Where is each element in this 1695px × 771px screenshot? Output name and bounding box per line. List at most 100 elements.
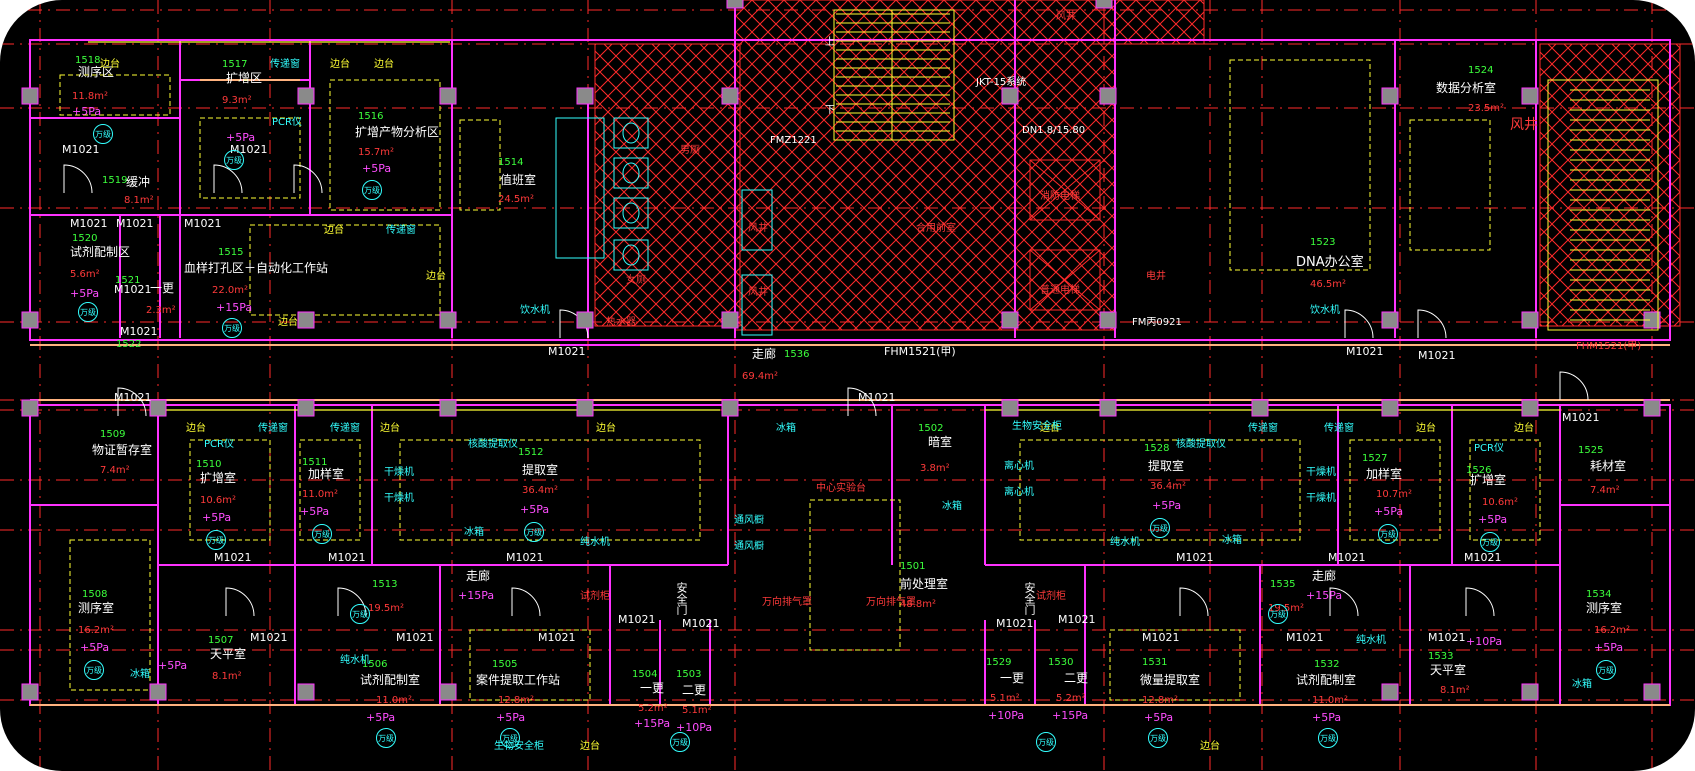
room-area-1524: 23.5m² <box>1468 103 1505 114</box>
shaft-box <box>741 189 773 251</box>
worktop-label: 边台 <box>1040 423 1060 434</box>
furniture-outline <box>469 629 591 701</box>
door-label: M1021 <box>1176 551 1214 564</box>
structural-column <box>1001 311 1019 329</box>
room-number-1526: 1526 <box>1466 465 1492 476</box>
shaft-label-2: 风井 <box>748 287 768 298</box>
structural-column <box>721 311 739 329</box>
furniture-outline <box>249 224 441 316</box>
structural-column <box>1099 399 1117 417</box>
safety-door-right: 安全门 <box>1023 582 1036 615</box>
room-name-1532: 试剂配制室 <box>1296 673 1357 687</box>
room-name-1512: 提取室 <box>522 463 559 477</box>
room-area-1518: 11.8m² <box>72 91 109 102</box>
transfer-window: 传递窗 <box>330 423 360 434</box>
room-number-1503: 1503 <box>676 669 702 680</box>
cleanroom-level-badge: 万级 <box>1036 732 1056 752</box>
nucleic-extractor: 核酸提取仪 <box>1176 439 1226 450</box>
cleanroom-level-badge: 万级 <box>224 150 244 170</box>
door-label: M1021 <box>1428 631 1466 644</box>
room-area-1505: 12.8m² <box>498 695 535 706</box>
structural-column <box>21 683 39 701</box>
columns <box>21 0 1661 701</box>
structural-column <box>576 311 594 329</box>
pcr-device: PCR仪 <box>204 439 234 450</box>
exhaust-hood: 万向排气罩 <box>762 597 812 608</box>
room-name-1509: 物证暂存室 <box>92 443 153 457</box>
room-number-1519: 1519 <box>102 175 128 186</box>
room-pressure-1526: +5Pa <box>1478 513 1508 526</box>
room-pressure-1518: +5Pa <box>72 105 102 118</box>
hatched-core <box>734 0 1116 331</box>
door-swing <box>1465 587 1495 617</box>
room-number-1504: 1504 <box>632 669 658 680</box>
toilet-stall <box>613 239 649 271</box>
room-pressure-1508: +5Pa <box>80 641 110 654</box>
core-hatch-area <box>594 0 1681 331</box>
pcr-device: PCR仪 <box>1474 443 1504 454</box>
stair-up: 上 <box>825 37 835 48</box>
structural-column <box>297 399 315 417</box>
door-swing <box>1559 371 1589 401</box>
room-name-1520: 试剂配制区 <box>70 245 131 259</box>
cleanroom-level-badge: 万级 <box>376 728 396 748</box>
female-wc: 女厕 <box>626 275 646 286</box>
worktop-label: 边台 <box>278 317 298 328</box>
door-label: M1021 <box>184 217 222 230</box>
room-number-1528: 1528 <box>1144 443 1170 454</box>
structural-column <box>439 87 457 105</box>
worktop-label: 边台 <box>426 271 446 282</box>
worktop-label: 边台 <box>330 59 350 70</box>
door-swing <box>1179 587 1209 617</box>
room-name-1515: 血样打孔区＋自动化工作站 <box>184 261 329 275</box>
door-label: M1021 <box>62 143 100 156</box>
door-swings <box>63 164 1589 617</box>
door-swing <box>847 387 877 417</box>
fmz-label: FMZ1221 <box>770 135 817 146</box>
room-name-1510: 扩增室 <box>200 471 237 485</box>
room-number-1511: 1511 <box>302 457 328 468</box>
exterior-wall-bottom <box>29 404 1671 706</box>
room-name-1502: 暗室 <box>928 435 953 449</box>
male-wc: 男厕 <box>680 145 700 156</box>
door-label: M1021 <box>328 551 366 564</box>
structural-column <box>1643 683 1661 701</box>
drinking-machine: 饮水机 <box>520 305 550 316</box>
room-pressure-1516: +5Pa <box>362 162 392 175</box>
stair-core <box>833 9 1659 331</box>
room-area-1515: 22.0m² <box>212 285 249 296</box>
door-swing <box>225 587 255 617</box>
structural-column <box>21 311 39 329</box>
corridor-right-pressure: +15Pa <box>1306 589 1343 602</box>
door-label: M1021 <box>1328 551 1366 564</box>
worktop-label: 边台 <box>186 423 206 434</box>
room-pressure-1506: +5Pa <box>366 711 396 724</box>
transfer-window: 传递窗 <box>1248 423 1278 434</box>
room-number-1536: 1536 <box>784 349 810 360</box>
structural-column <box>1001 87 1019 105</box>
door-swing <box>1417 309 1447 339</box>
structural-column <box>576 87 594 105</box>
room-pressure-1517: +5Pa <box>226 131 256 144</box>
dryer: 干燥机 <box>1306 493 1336 504</box>
room-area-1525: 7.4m² <box>1590 485 1620 496</box>
room-name-1501: 前处理室 <box>900 577 949 591</box>
room-pressure-1515: +15Pa <box>216 301 253 314</box>
room-number-1523: 1523 <box>1310 237 1336 248</box>
room-area-1523: 46.5m² <box>1310 279 1347 290</box>
room-number-1529: 1529 <box>986 657 1012 668</box>
lobby-label: 合用前室 <box>916 223 956 234</box>
structural-column <box>726 0 744 9</box>
fridge: 冰箱 <box>464 527 484 538</box>
door-label: M1021 <box>116 217 154 230</box>
room-area-1517: 9.3m² <box>222 95 252 106</box>
room-area-1501: 48.8m² <box>900 599 937 610</box>
cleanroom-level-badge: 万级 <box>312 524 332 544</box>
door-label: M1021 <box>548 345 586 358</box>
passenger-elevator: 普通电梯 <box>1040 285 1080 296</box>
room-number-1521: 1521 <box>115 275 141 286</box>
room-pressure-1534: +5Pa <box>1594 641 1624 654</box>
structural-column <box>439 683 457 701</box>
structural-column <box>1381 683 1399 701</box>
door-swing <box>63 164 93 194</box>
